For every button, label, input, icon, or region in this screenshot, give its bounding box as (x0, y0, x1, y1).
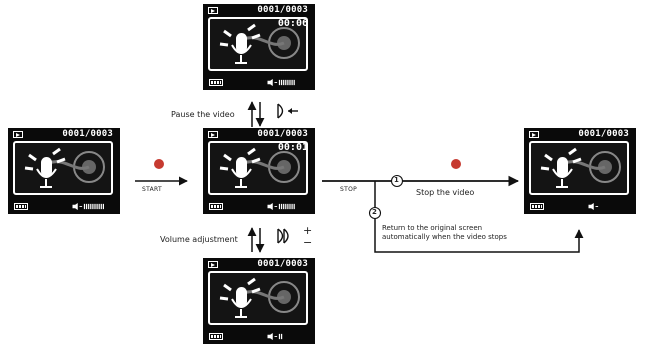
battery-icon (209, 333, 223, 340)
volume-icon (265, 333, 305, 340)
circle-1-number: 1 (394, 176, 399, 184)
start-label: START (142, 186, 162, 193)
screen-paused: 0001/0003 00:06 (203, 4, 315, 90)
file-counter: 0001/0003 (62, 129, 113, 139)
volume-icon (586, 203, 626, 210)
circle-2-number: 2 (372, 208, 377, 216)
video-mode-icon (208, 261, 218, 268)
indicator-dot-stop (451, 159, 461, 169)
pause-label: Pause the video (171, 110, 235, 119)
return-label-line1: Return to the original screen (382, 224, 482, 232)
stop-label: STOP (340, 186, 357, 193)
video-mode-icon (13, 131, 23, 138)
battery-icon (530, 203, 544, 210)
video-mode-icon (208, 7, 218, 14)
stop-video-label: Stop the video (416, 188, 474, 197)
preview-frame (13, 141, 113, 195)
video-mode-icon (529, 131, 539, 138)
battery-icon (209, 79, 223, 86)
volume-minus-sign: − (303, 236, 312, 249)
volume-label: Volume adjustment (160, 235, 238, 244)
battery-icon (14, 203, 28, 210)
file-counter: 0001/0003 (578, 129, 629, 139)
volume-button-icon (278, 229, 288, 243)
preview-frame (529, 141, 629, 195)
elapsed-timer: 00:06 (278, 18, 308, 29)
screen-playing: 0001/0003 00:01 (203, 128, 315, 214)
file-counter: 0001/0003 (257, 129, 308, 139)
file-counter: 0001/0003 (257, 259, 308, 269)
volume-icon (265, 79, 305, 86)
file-counter: 0001/0003 (257, 5, 308, 15)
microphone-icon (531, 143, 627, 193)
battery-icon (209, 203, 223, 210)
screen-start: 0001/0003 (8, 128, 120, 214)
pause-button-icon (278, 104, 298, 118)
indicator-dot-start (154, 159, 164, 169)
elapsed-timer: 00:01 (278, 142, 308, 153)
microphone-icon (15, 143, 111, 193)
video-mode-icon (208, 131, 218, 138)
return-label-line2: automatically when the video stops (382, 233, 507, 241)
volume-icon (265, 203, 305, 210)
volume-icon (70, 203, 110, 210)
preview-frame (208, 271, 308, 325)
screen-volume: 0001/0003 (203, 258, 315, 344)
screen-stopped: 0001/0003 (524, 128, 636, 214)
microphone-icon (210, 273, 306, 323)
